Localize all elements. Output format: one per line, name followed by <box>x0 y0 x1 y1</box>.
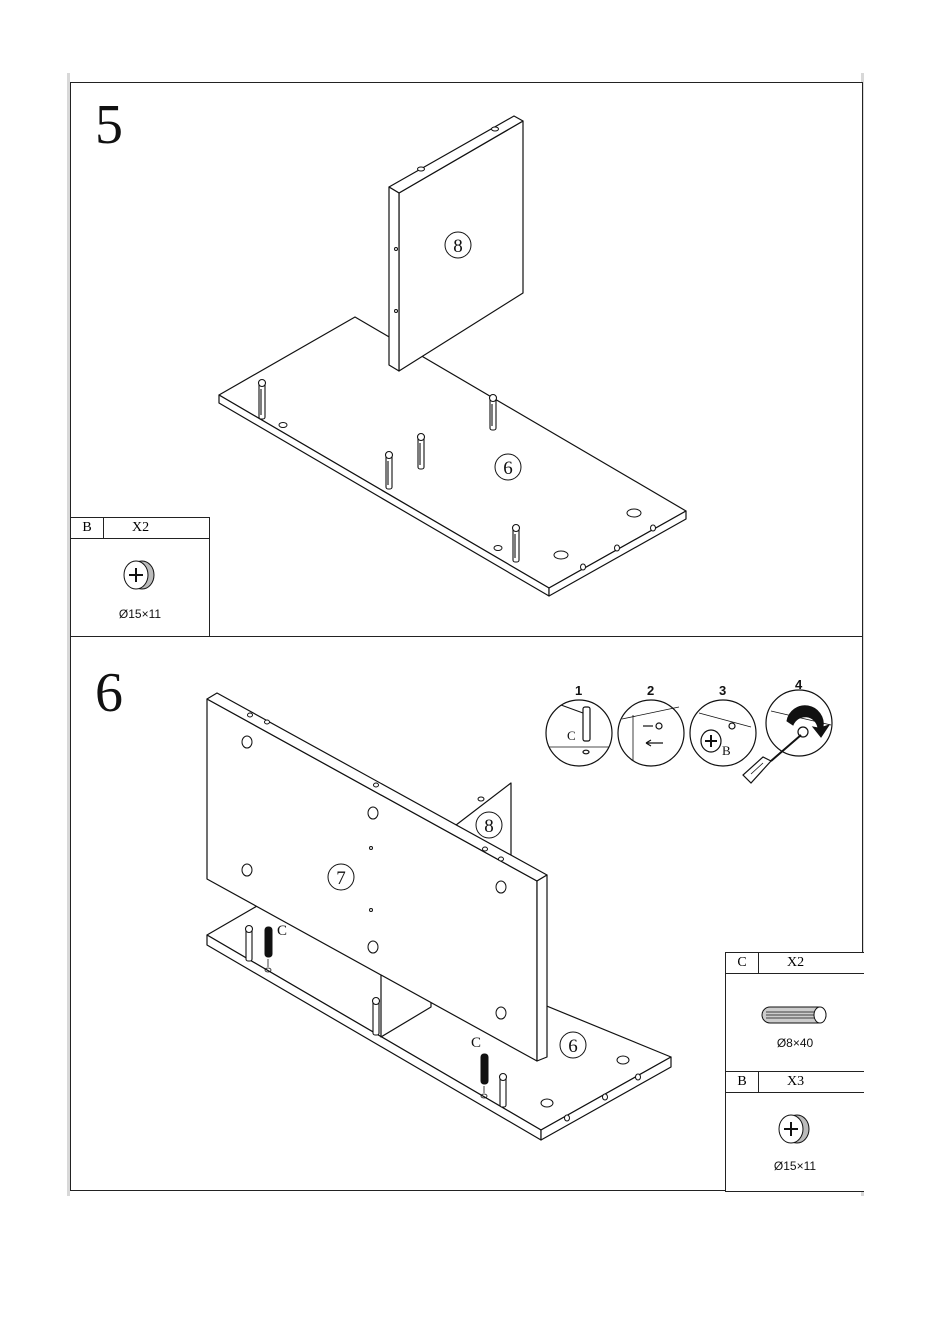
dowel <box>481 1054 488 1084</box>
part-quantity: X2 <box>759 953 864 973</box>
panel-8-edge <box>389 187 399 371</box>
part-quantity: X2 <box>104 518 209 538</box>
detail-part-label: B <box>722 743 731 758</box>
panel-label: 7 <box>336 868 346 889</box>
cam-bolt <box>418 434 425 470</box>
panel-7-edge <box>537 875 547 1061</box>
dowel-label: C <box>471 1035 481 1051</box>
step-5-panel: 5 <box>70 82 863 637</box>
cam-bolt <box>259 380 266 420</box>
part-letter: B <box>71 518 104 538</box>
detail-step-number: 2 <box>647 683 654 698</box>
cam-bolt <box>386 452 393 490</box>
part-letter: B <box>726 1072 759 1092</box>
step-6-panel: 6 <box>70 636 863 1191</box>
cam-bolt <box>500 1074 507 1108</box>
cam-bolt <box>246 926 253 962</box>
parts-box-b: B X3 Ø15×11 <box>725 1071 864 1192</box>
dowel-label: C <box>277 923 287 939</box>
part-letter: C <box>726 953 759 973</box>
panel-label: 6 <box>568 1036 578 1057</box>
cam-bolt <box>373 998 380 1036</box>
panel-label: 8 <box>453 236 463 257</box>
detail-step-number: 4 <box>795 677 803 692</box>
panel-label: 8 <box>484 816 494 837</box>
dowel-icon <box>760 1004 830 1026</box>
cam-lock-icon <box>774 1111 814 1147</box>
detail-step-1 <box>546 700 612 766</box>
cam-bolt <box>513 525 520 563</box>
panel-label: 6 <box>503 458 513 479</box>
detail-step-number: 1 <box>575 683 582 698</box>
cam-bolt <box>490 395 497 431</box>
part-quantity: X3 <box>759 1072 864 1092</box>
part-size: Ø15×11 <box>726 1159 864 1173</box>
part-size: Ø8×40 <box>726 1036 864 1050</box>
detail-part-label: C <box>567 728 576 743</box>
parts-box-b: B X2 Ø15×11 <box>70 517 210 637</box>
detail-step-2 <box>618 700 684 766</box>
part-size: Ø15×11 <box>71 607 209 621</box>
detail-step-number: 3 <box>719 683 726 698</box>
parts-box-c: C X2 Ø8×40 <box>725 952 864 1072</box>
dowel <box>265 927 272 957</box>
cam-lock-icon <box>119 557 159 593</box>
